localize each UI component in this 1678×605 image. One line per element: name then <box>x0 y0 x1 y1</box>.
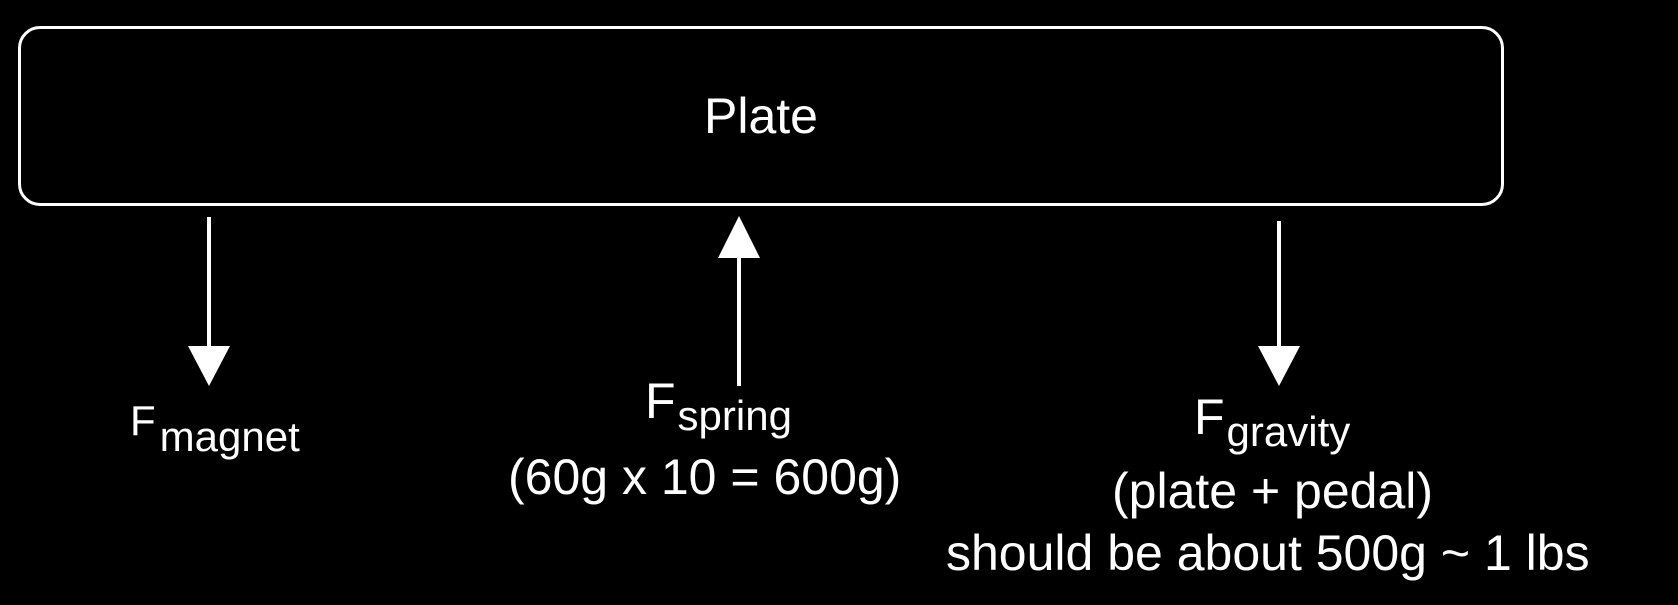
spring-force-label: Fspring <box>645 373 792 437</box>
plate-label: Plate <box>704 88 818 144</box>
gravity-force-note-line1: (plate + pedal) <box>1112 463 1434 519</box>
magnet-force-symbol: F <box>130 397 156 444</box>
gravity-force-symbol: F <box>1194 389 1225 445</box>
gravity-force-subscript: gravity <box>1226 408 1351 455</box>
gravity-force-arrow <box>1258 221 1300 386</box>
spring-force-arrow <box>718 216 760 386</box>
magnet-force-label: Fmagnet <box>130 397 300 458</box>
spring-force-subscript: spring <box>677 392 792 439</box>
spring-force-symbol: F <box>645 373 676 429</box>
magnet-force-subscript: magnet <box>159 413 300 460</box>
spring-force-note: (60g x 10 = 600g) <box>508 449 902 505</box>
gravity-force-note-line2: should be about 500g ~ 1 lbs <box>946 525 1590 581</box>
magnet-force-arrow <box>188 217 230 386</box>
plate-box: Plate <box>18 26 1504 206</box>
gravity-force-label: Fgravity <box>1194 389 1350 453</box>
